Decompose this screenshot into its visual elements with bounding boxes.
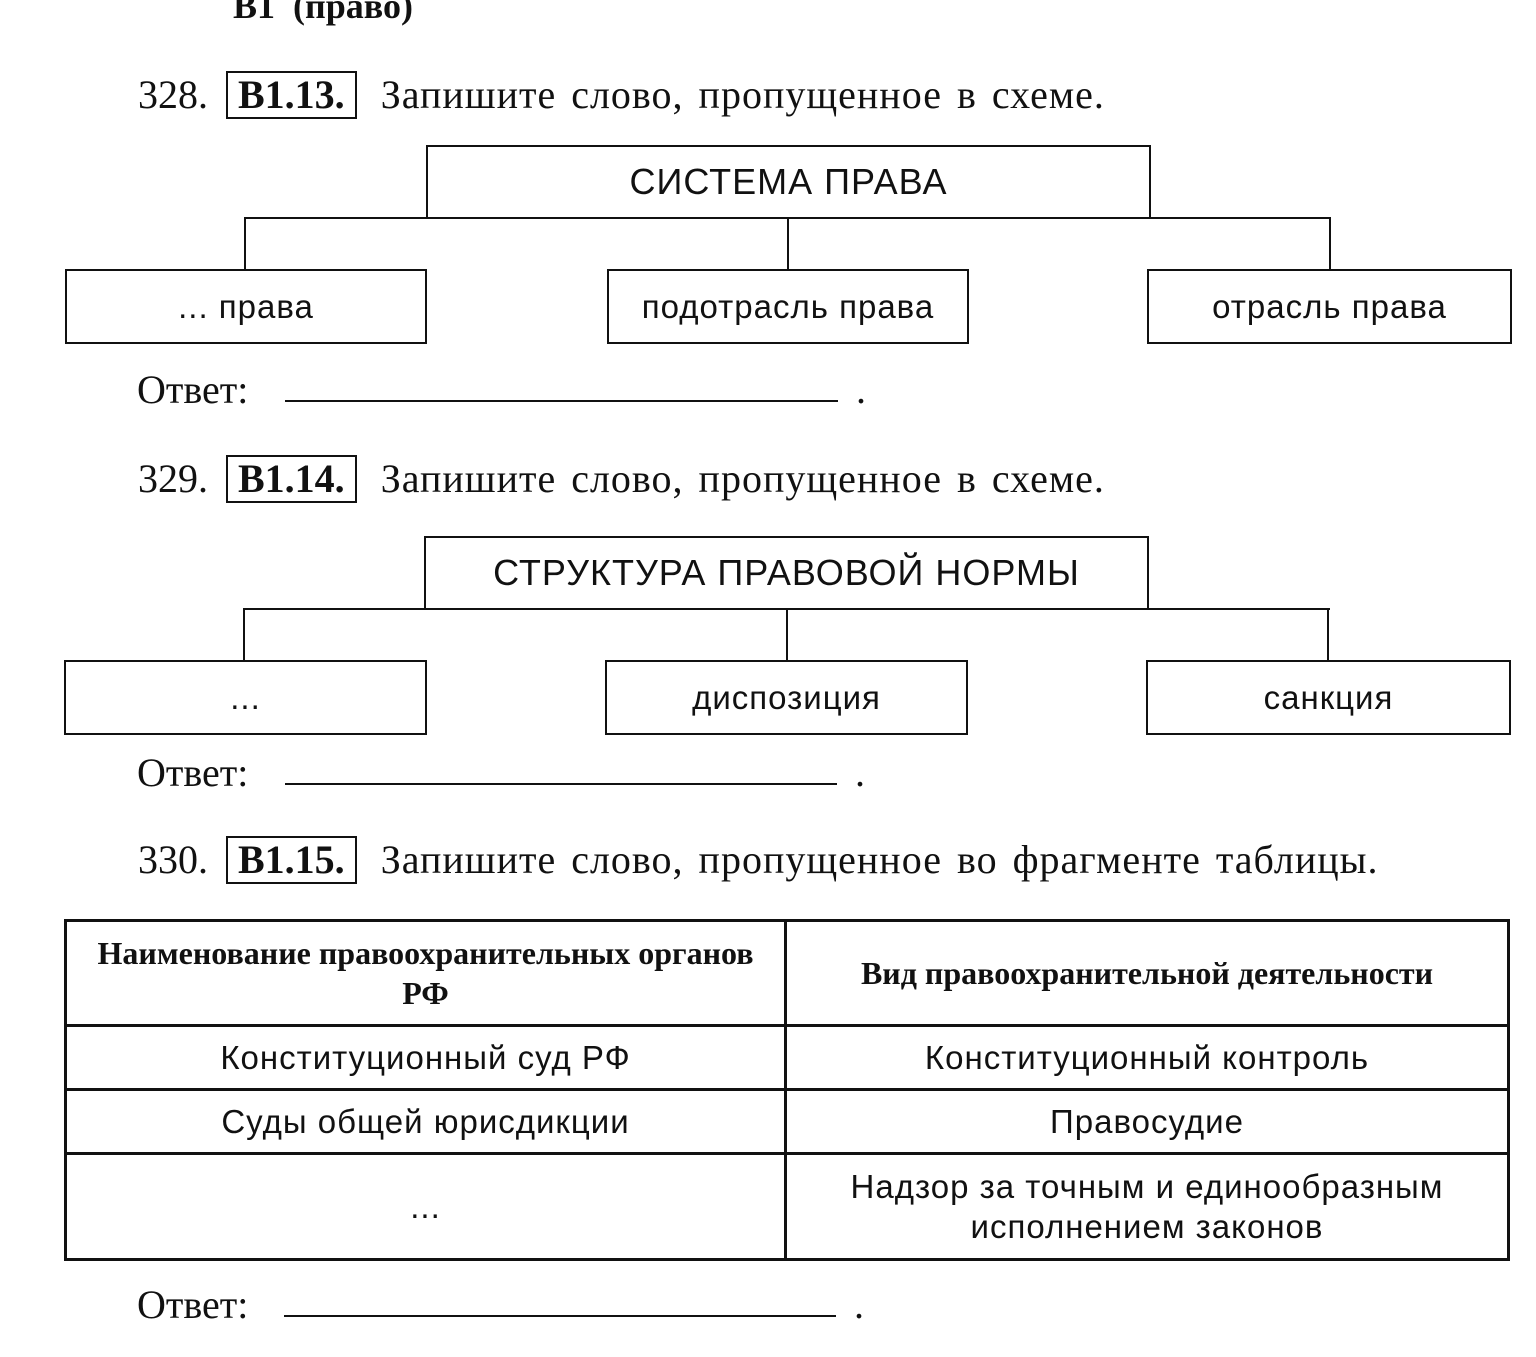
answer-label: Ответ: (137, 750, 249, 795)
table-header-cell: Наименование правоохранительных органов … (64, 919, 787, 1027)
connector-middle (787, 217, 789, 271)
table-header-row: Наименование правоохранительных органов … (64, 919, 1510, 1027)
diagram-root-label: СИСТЕМА ПРАВА (629, 161, 948, 202)
table-row: Конституционный суд РФ Конституционный к… (64, 1024, 1510, 1091)
question-328-header: 328. В1.13. Запишите слово, пропущенное … (138, 71, 1105, 119)
law-enforcement-table: Наименование правоохранительных органов … (64, 919, 1510, 1261)
question-330-header: 330. В1.15. Запишите слово, пропущенное … (138, 836, 1379, 884)
diagram-child-label: ... права (178, 287, 314, 325)
diagram-root-label: СТРУКТУРА ПРАВОВОЙ НОРМЫ (493, 552, 1080, 593)
question-number: 328. (138, 72, 208, 117)
question-code-badge: В1.13. (226, 71, 357, 119)
diagram-child-box: подотрасль права (607, 269, 969, 344)
table-cell: Конституционный контроль (784, 1024, 1510, 1091)
question-number: 330. (138, 837, 208, 882)
table-row: ... Надзор за точным и единообразным исп… (64, 1152, 1510, 1261)
answer-line[interactable] (284, 1315, 836, 1317)
table-header-cell: Вид правоохранительной деятельности (784, 919, 1510, 1027)
question-text: Запишите слово, пропущенное в схеме. (380, 456, 1105, 501)
question-number: 329. (138, 456, 208, 501)
connector-right (1329, 217, 1331, 271)
diagram-child-label: отрасль права (1212, 287, 1447, 325)
diagram-child-label: ... (230, 678, 261, 716)
question-text: Запишите слово, пропущенное во фрагменте… (380, 837, 1379, 882)
table-cell: Конституционный суд РФ (64, 1024, 787, 1091)
diagram-child-box: санкция (1146, 660, 1511, 735)
table-row: Суды общей юрисдикции Правосудие (64, 1088, 1510, 1155)
connector-right (1327, 608, 1329, 662)
question-text: Запишите слово, пропущенное в схеме. (380, 72, 1105, 117)
table-cell: Надзор за точным и единообразным исполне… (784, 1152, 1510, 1261)
answer-period: . (854, 1282, 864, 1327)
diagram-root-box: СТРУКТУРА ПРАВОВОЙ НОРМЫ (424, 536, 1149, 610)
diagram-root-box: СИСТЕМА ПРАВА (426, 145, 1151, 219)
connector-middle (786, 608, 788, 662)
answer-line[interactable] (285, 783, 837, 785)
answer-label: Ответ: (137, 367, 249, 412)
diagram-child-label: диспозиция (692, 678, 881, 716)
table-cell: Суды общей юрисдикции (64, 1088, 787, 1155)
diagram-child-box: диспозиция (605, 660, 968, 735)
table-cell: ... (64, 1152, 787, 1261)
question-code-badge: В1.14. (226, 455, 357, 503)
connector-left (243, 608, 245, 662)
answer-line[interactable] (285, 400, 838, 402)
table-cell: Правосудие (784, 1088, 1510, 1155)
answer-label: Ответ: (137, 1282, 249, 1327)
answer-period: . (856, 367, 866, 412)
answer-period: . (855, 750, 865, 795)
diagram-child-box: ... (64, 660, 427, 735)
connector-left (244, 217, 246, 271)
diagram-child-box: отрасль права (1147, 269, 1512, 344)
diagram-child-box: ... права (65, 269, 427, 344)
diagram-child-label: санкция (1263, 678, 1394, 716)
question-329-header: 329. В1.14. Запишите слово, пропущенное … (138, 455, 1105, 503)
question-code-badge: В1.15. (226, 836, 357, 884)
section-title: В1 (право) (233, 0, 413, 26)
diagram-child-label: подотрасль права (641, 287, 935, 325)
